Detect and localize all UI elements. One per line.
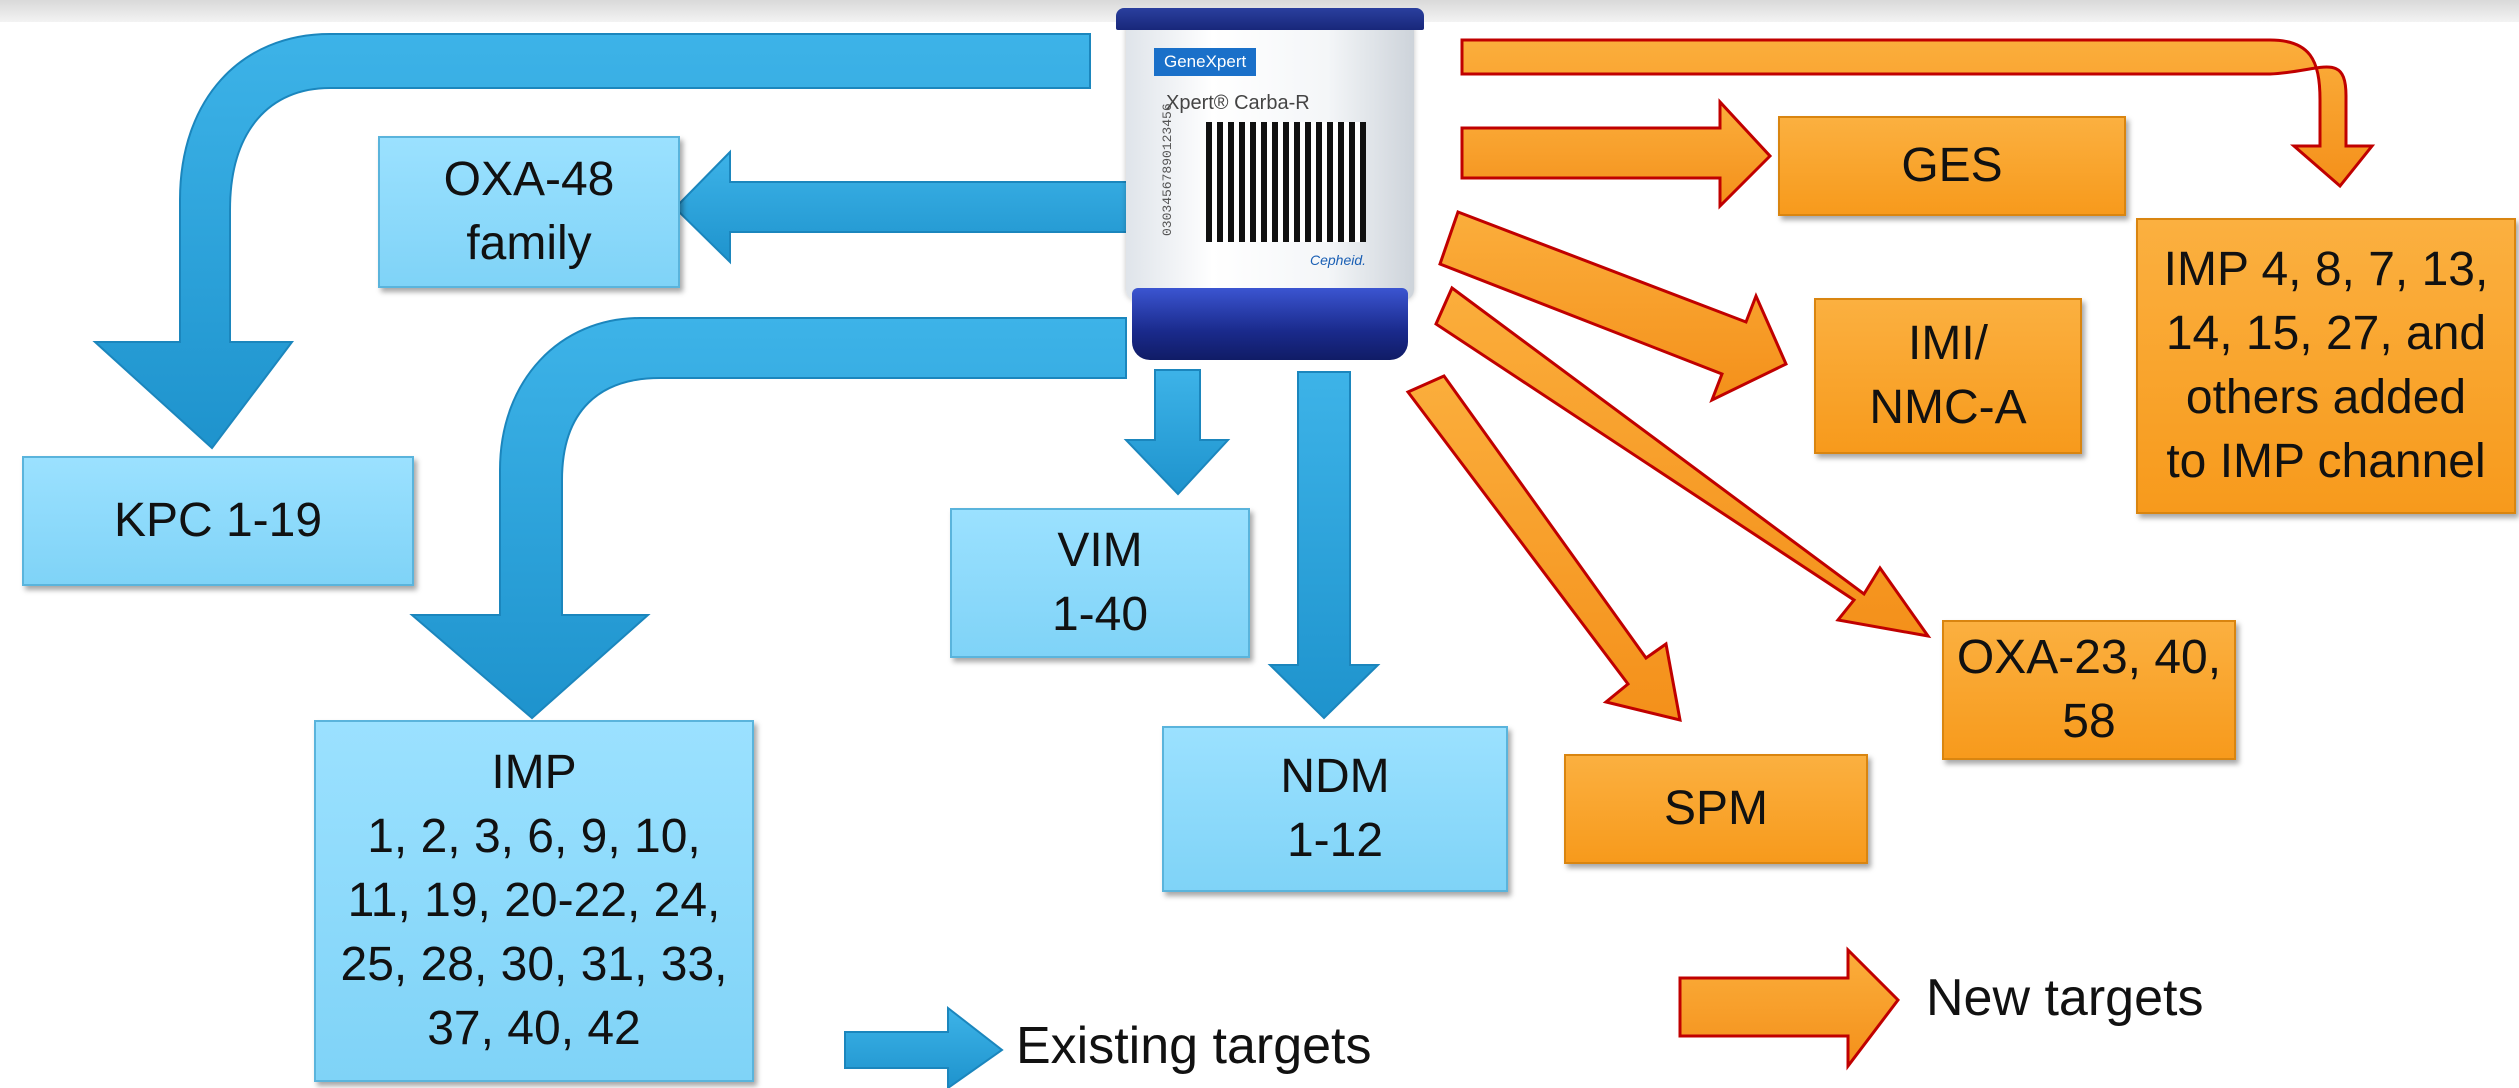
xpert-carba-r-cartridge: GeneXpert Xpert® Carba-R 030345678901234…: [1110, 8, 1430, 368]
arrow-to-oxa23: [1434, 285, 1932, 639]
arrow-to-spm: [1405, 374, 1682, 723]
qr-code: [1206, 122, 1366, 242]
arrow-to-ges: [1460, 98, 1773, 210]
cartridge-barcode-number: 03034567890123456: [1160, 103, 1175, 236]
arrow-to-oxa48: [673, 149, 1131, 265]
arrow-to-ndm: [1267, 371, 1381, 720]
cartridge-maker-label: Cepheid.: [1310, 252, 1367, 268]
target-box-imi-nmc-a: IMI/ NMC-A: [1814, 298, 2082, 454]
cartridge-lid: [1116, 8, 1424, 30]
target-box-imp: IMP 1, 2, 3, 6, 9, 10, 11, 19, 20-22, 24…: [314, 720, 754, 1082]
target-box-oxa23: OXA-23, 40, 58: [1942, 620, 2236, 760]
target-box-kpc: KPC 1-19: [22, 456, 414, 586]
cartridge-base: [1132, 288, 1408, 360]
target-box-ges: GES: [1778, 116, 2126, 216]
target-box-ndm: NDM 1-12: [1162, 726, 1508, 892]
legend-new-label: New targets: [1926, 969, 2204, 1027]
legend-new-arrow: [1678, 946, 1900, 1071]
legend-existing-label: Existing targets: [1016, 1017, 1372, 1075]
cartridge-brand-label: GeneXpert: [1154, 48, 1257, 76]
arrow-to-vim: [1123, 369, 1231, 496]
target-box-spm: SPM: [1564, 754, 1868, 864]
cartridge-name-label: Xpert® Carba-R: [1166, 92, 1310, 114]
arrow-to-kpc: [92, 33, 1091, 450]
target-box-oxa48: OXA-48 family: [378, 136, 680, 288]
legend-existing-arrow: [844, 1005, 1004, 1088]
arrow-to-imp-new: [1460, 38, 2376, 189]
target-box-imp-new: IMP 4, 8, 7, 13, 14, 15, 27, and others …: [2136, 218, 2516, 514]
target-box-vim: VIM 1-40: [950, 508, 1250, 658]
arrow-to-imp: [409, 317, 1127, 720]
arrow-to-imi: [1438, 210, 1788, 404]
